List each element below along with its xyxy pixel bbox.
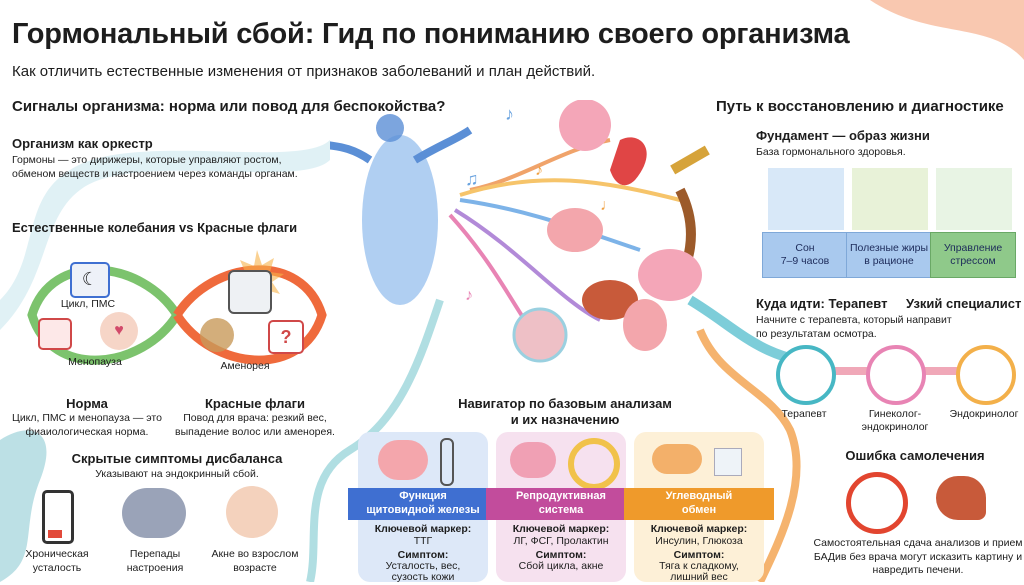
scale-icon: [228, 270, 272, 314]
liver-icon: [936, 476, 986, 520]
hidden-subtitle: Указывают на эндокринный сбой.: [95, 468, 259, 480]
cube-stress-line1: Управление: [943, 241, 1003, 254]
low-battery-icon: [42, 490, 74, 544]
orchestra-text: Гормоны — это дирижеры, которые управляю…: [12, 154, 298, 180]
sugar-cube-icon: [714, 448, 742, 476]
thyroid-icon: [378, 440, 428, 480]
sleep-icon: [768, 168, 844, 230]
where-text: Начните с терапевта, который направит по…: [756, 314, 952, 340]
mistake-title: Ошибка самолечения: [845, 448, 985, 463]
acne-face-icon: [226, 486, 278, 538]
navigator-title-line1: Навигатор по базовым анализам: [458, 396, 672, 411]
step-therapist: Терапевт: [781, 408, 827, 420]
marker-label-reproductive: Ключевой маркер:: [512, 523, 610, 535]
pancreas-icon: [652, 444, 702, 474]
symptom-carbohydrate-2: лишний вес: [670, 571, 728, 583]
calendar-question-icon: ?: [268, 320, 304, 354]
page-title: Гормональный сбой: Гид по пониманию свое…: [12, 18, 850, 50]
norm-text: Цикл, ПМС и менопауза — это фиаиологичес…: [12, 412, 162, 438]
acne-label: Акне во взрослом возрасте: [211, 548, 299, 574]
svg-text:♪: ♪: [505, 104, 514, 124]
foundation-subtitle: База гормонального здоровья.: [756, 146, 906, 158]
svg-text:♫: ♫: [465, 169, 479, 189]
right-section-title: Путь к восстановлению и диагностике: [716, 98, 1004, 115]
hidden-title: Скрытые симптомы дисбаланса: [71, 451, 283, 466]
symptom-label-reproductive: Симптом:: [535, 549, 587, 561]
step-endocrinologist: Эндокринолог: [949, 408, 1019, 420]
storm-cloud-icon: [122, 488, 186, 538]
cube-sleep-line1: Сон: [795, 241, 815, 254]
where-title-specialist: Узкий специалист: [906, 296, 1022, 311]
cube-fats-line1: Полезные жиры: [849, 241, 929, 254]
endocrinologist-icon: [956, 345, 1016, 405]
no-self-medication-icon: [846, 472, 908, 534]
hairbrush-icon: [200, 318, 234, 352]
symptom-label-carbohydrate: Симптом:: [673, 549, 725, 561]
marker-carbohydrate: Инсулин, Глюкоза: [655, 535, 743, 547]
healthy-fats-icon: [852, 168, 928, 230]
orchestra-title: Организм как оркестр: [12, 136, 153, 151]
foundation-title: Фундамент — образ жизни: [756, 128, 930, 143]
cycle-wheel-icon: [568, 438, 620, 490]
page-subtitle: Как отличить естественные изменения от п…: [12, 63, 596, 80]
pregnancy-icon: ♥: [100, 312, 138, 350]
norm-title: Норма: [66, 396, 108, 411]
ribbon-reproductive-line1: Репродуктивная: [516, 490, 606, 503]
svg-text:♪: ♪: [465, 287, 473, 304]
cube-fats-line2: в рационе: [864, 255, 914, 267]
fatigue-label: Хроническая усталость: [25, 548, 89, 574]
flags-title: Красные флаги: [204, 396, 306, 411]
moon-calendar-icon: ☾: [70, 262, 110, 298]
cube-sleep-line2: 7–9 часов: [780, 255, 830, 267]
ribbon-carbohydrate-line2: обмен: [681, 504, 717, 516]
symptom-reproductive-1: Сбой цикла, акне: [518, 560, 604, 572]
ribbon-thyroid-line2: щитовидной железы: [366, 504, 480, 516]
where-title: Куда идти: Терапевт: [756, 296, 888, 311]
marker-reproductive: ЛГ, ФСГ, Пролактин: [513, 535, 609, 547]
step-gynecologist-1: Гинеколог-: [868, 408, 922, 420]
marker-label-thyroid: Ключевой маркер:: [374, 523, 472, 535]
symptom-thyroid-1: Усталость, вес,: [385, 560, 461, 572]
cycle-label: Цикл, ПМС: [60, 298, 116, 310]
ribbon-thyroid-line1: Функция: [399, 490, 447, 503]
ribbon-carbohydrate-line1: Углеводный: [665, 490, 733, 503]
marker-thyroid: ТТГ: [413, 535, 433, 547]
amenorrhea-label: Аменорея: [220, 360, 270, 372]
calendar-icon: [38, 318, 72, 350]
svg-text:♩: ♩: [600, 197, 616, 214]
symptom-thyroid-2: сузость кожи: [391, 571, 455, 583]
cube-stress-line2: стрессом: [950, 255, 996, 267]
fluctuations-title: Естественные колебания vs Красные флаги: [12, 220, 298, 235]
symptom-label-thyroid: Симптом:: [397, 549, 449, 561]
navigator-title-line2: и их назначению: [510, 412, 620, 427]
ribbon-reproductive-line2: система: [538, 504, 584, 516]
therapist-icon: [776, 345, 836, 405]
flags-text: Повод для врача: резкий вес, выпадение в…: [175, 412, 335, 438]
meditation-icon: [936, 168, 1012, 230]
symptom-carbohydrate-1: Тяга к сладкому,: [659, 560, 739, 572]
marker-label-carbohydrate: Ключевой маркер:: [650, 523, 748, 535]
gynecologist-icon: [866, 345, 926, 405]
mistake-text: Самостоятельная сдача анализов и прием Б…: [813, 537, 1023, 577]
svg-text:♪: ♪: [535, 162, 543, 179]
menopause-label: Менопауза: [68, 356, 122, 368]
orchestra-illustration: ♪ ♫ ♪ ♩ ♪: [330, 100, 710, 363]
mood-label: Перепады настроения: [126, 548, 184, 574]
uterus-icon: [510, 442, 556, 478]
left-section-title: Сигналы организма: норма или повод для б…: [12, 98, 446, 115]
thermometer-icon: [440, 438, 454, 486]
step-gynecologist-2: эндокринолог: [861, 421, 929, 433]
